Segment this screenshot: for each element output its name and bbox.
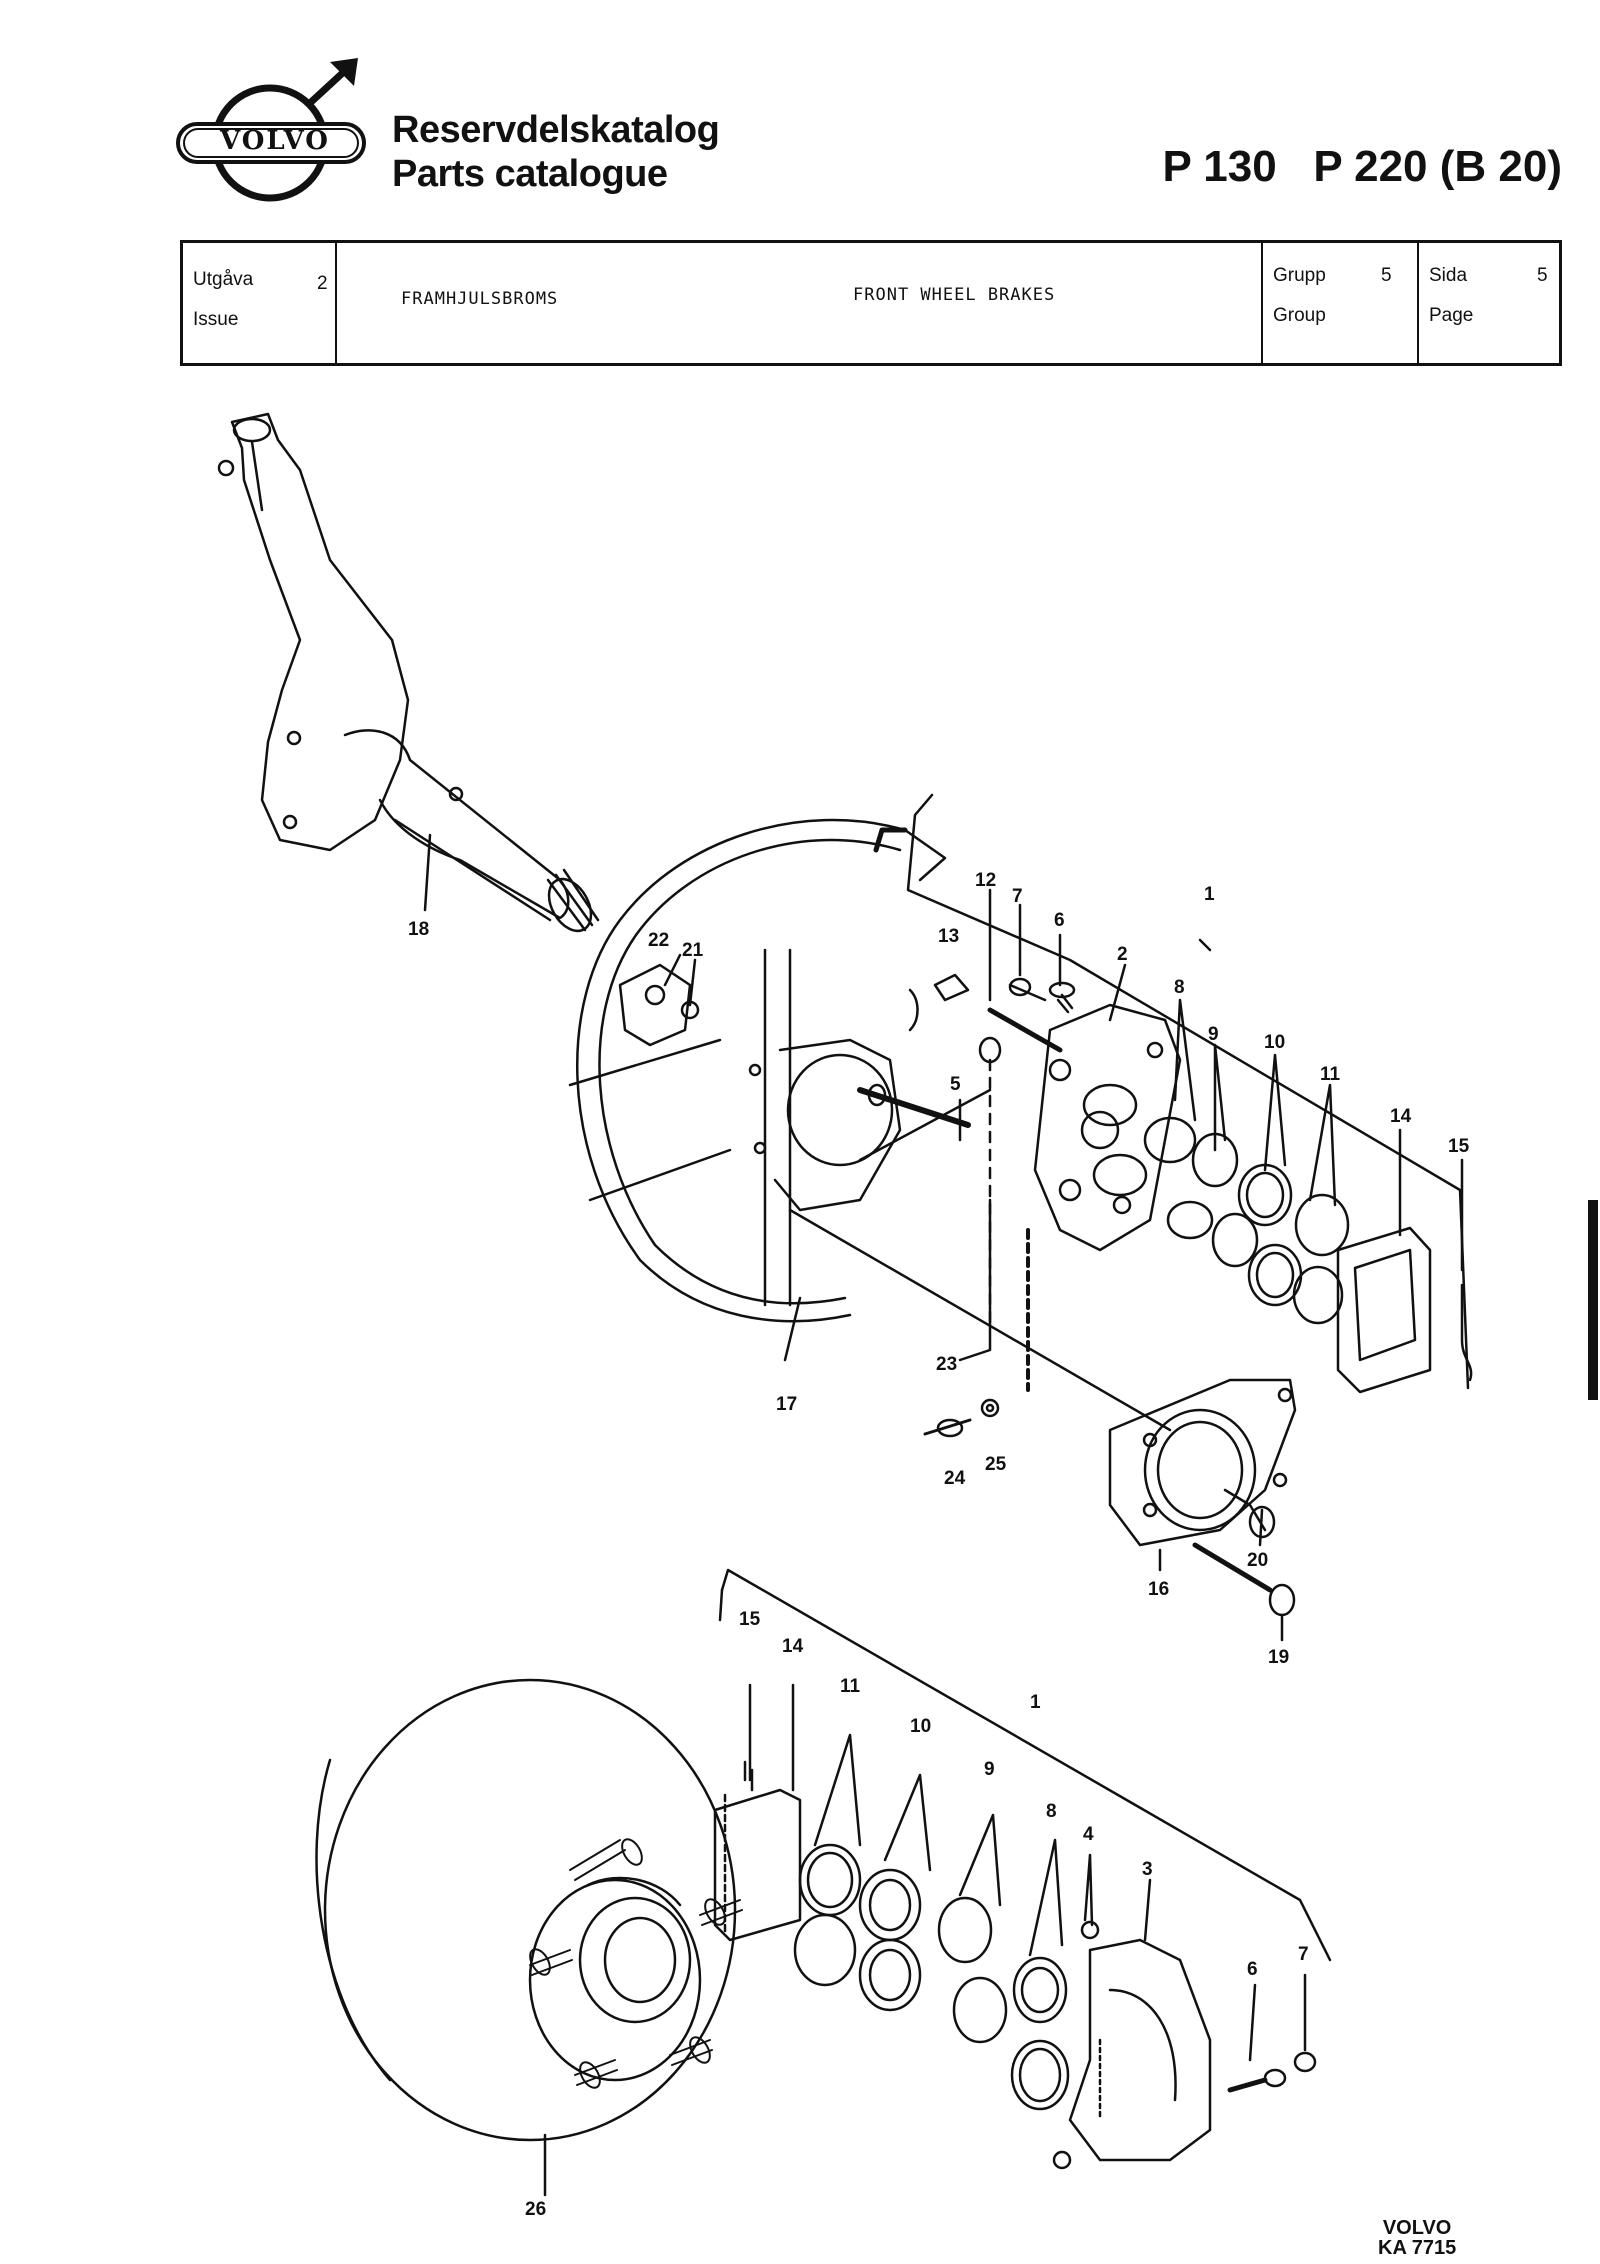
title-english: Parts catalogue <box>392 153 668 195</box>
sida-label: Sida <box>1429 265 1468 286</box>
title-cell: FRAMHJULSBROMS FRONT WHEEL BRAKES <box>337 243 1261 363</box>
page-label: Page <box>1429 305 1474 326</box>
footer-mark: VOLVO KA 7715 <box>1378 2218 1456 2258</box>
lower-caliper <box>713 1568 1332 2170</box>
callout-26-lower: 26 <box>525 2199 546 2220</box>
group-cell: Grupp Group 5 <box>1261 243 1419 363</box>
callout-14-lower: 14 <box>782 1636 804 1657</box>
title-en: FRONT WHEEL BRAKES <box>853 285 1056 305</box>
footer-code: KA 7715 <box>1378 2237 1457 2259</box>
callout-23: 23 <box>936 1354 957 1375</box>
title-sv: FRAMHJULSBROMS <box>401 289 559 309</box>
callout-2: 2 <box>1117 944 1128 965</box>
callout-10: 10 <box>1264 1032 1285 1053</box>
callout-11: 11 <box>1320 1064 1341 1085</box>
page-value: 5 <box>1537 265 1548 286</box>
callout-18: 18 <box>408 919 429 940</box>
splash-shield <box>568 818 992 1323</box>
callout-4-lower: 4 <box>1083 1824 1094 1845</box>
callout-15-lower: 15 <box>739 1609 761 1630</box>
callout-25: 25 <box>985 1454 1007 1475</box>
callout-9: 9 <box>1208 1024 1219 1045</box>
issue-value: 2 <box>317 273 328 294</box>
callout-5: 5 <box>950 1074 961 1095</box>
group-label: Group <box>1273 305 1326 326</box>
upper-caliper <box>423 793 1473 1617</box>
callout-10-lower: 10 <box>910 1716 931 1737</box>
grupp-label: Grupp <box>1273 265 1326 286</box>
callout-3-lower: 3 <box>1142 1859 1153 1880</box>
callout-1-lower: 1 <box>1030 1692 1041 1713</box>
callout-24: 24 <box>944 1468 966 1489</box>
callout-8-lower: 8 <box>1046 1801 1057 1822</box>
callout-19: 19 <box>1268 1647 1289 1668</box>
callout-7: 7 <box>1012 886 1023 907</box>
callout-numbers: 18 22 21 13 12 7 6 2 1 8 9 10 11 14 15 5… <box>408 870 1470 2220</box>
model-designation: P 130 P 220 (B 20) <box>1162 142 1562 191</box>
callout-17: 17 <box>776 1394 797 1415</box>
issue-label: Issue <box>193 309 239 330</box>
edge-marker <box>1588 1200 1598 1400</box>
footer-brand: VOLVO <box>1382 2217 1452 2239</box>
callout-6: 6 <box>1054 910 1065 931</box>
volvo-logo: VOLVO <box>170 58 380 208</box>
callout-15: 15 <box>1448 1136 1470 1157</box>
steering-knuckle <box>217 412 600 933</box>
title-swedish: Reservdelskatalog <box>392 109 720 151</box>
callout-21: 21 <box>682 940 704 961</box>
callout-8: 8 <box>1174 977 1185 998</box>
upper-leaders <box>663 888 1464 1642</box>
callout-7-lower: 7 <box>1298 1944 1309 1965</box>
callout-20: 20 <box>1247 1550 1268 1571</box>
info-box: Utgåva Issue 2 FRAMHJULSBROMS FRONT WHEE… <box>180 240 1562 366</box>
callout-22: 22 <box>648 930 669 951</box>
callout-16: 16 <box>1148 1579 1169 1600</box>
catalog-title: Reservdelskatalog Parts catalogue <box>392 108 720 196</box>
callout-6-lower: 6 <box>1247 1959 1258 1980</box>
group-value: 5 <box>1381 265 1392 286</box>
callout-11-lower: 11 <box>840 1676 861 1697</box>
callout-14: 14 <box>1390 1106 1412 1127</box>
callout-1: 1 <box>1204 884 1215 905</box>
callout-13: 13 <box>938 926 959 947</box>
callout-12: 12 <box>975 870 996 891</box>
utgava-label: Utgåva <box>193 269 254 290</box>
page-cell: Sida Page 5 <box>1419 243 1559 363</box>
rotor-hub <box>315 1678 743 2197</box>
issue-cell: Utgåva Issue 2 <box>183 243 337 363</box>
callout-9-lower: 9 <box>984 1759 995 1780</box>
logo-wordmark: VOLVO <box>220 126 330 156</box>
